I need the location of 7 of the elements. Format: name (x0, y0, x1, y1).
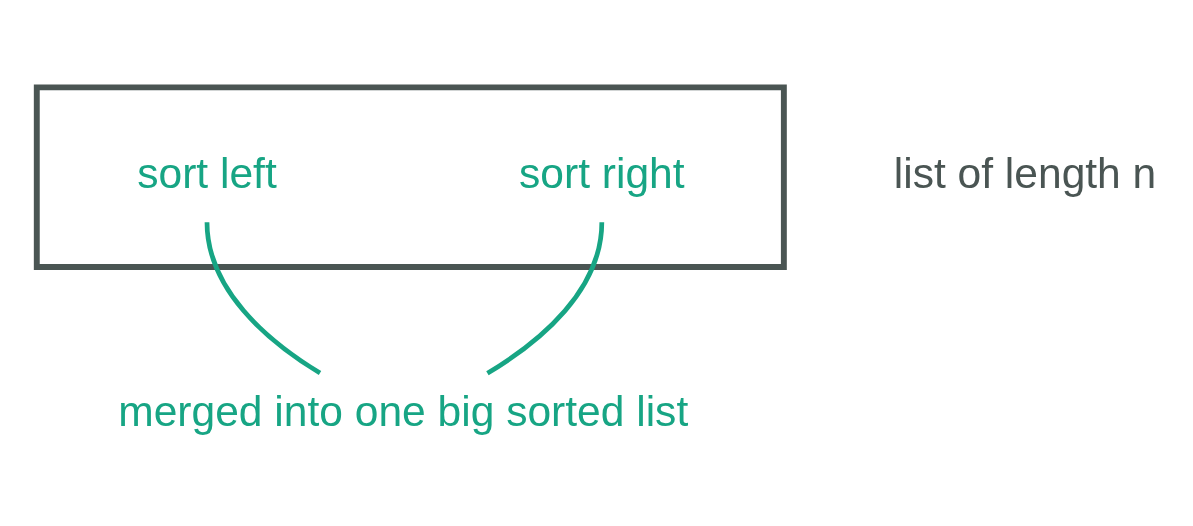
node-text: merged into one big sorted list (118, 386, 689, 435)
connector (486, 221, 605, 375)
connector (204, 221, 322, 375)
cluster (33, 83, 787, 270)
node-text: sort right (519, 148, 685, 197)
node-text: sort left (137, 148, 277, 197)
node-label: list of length n (893, 148, 1157, 197)
